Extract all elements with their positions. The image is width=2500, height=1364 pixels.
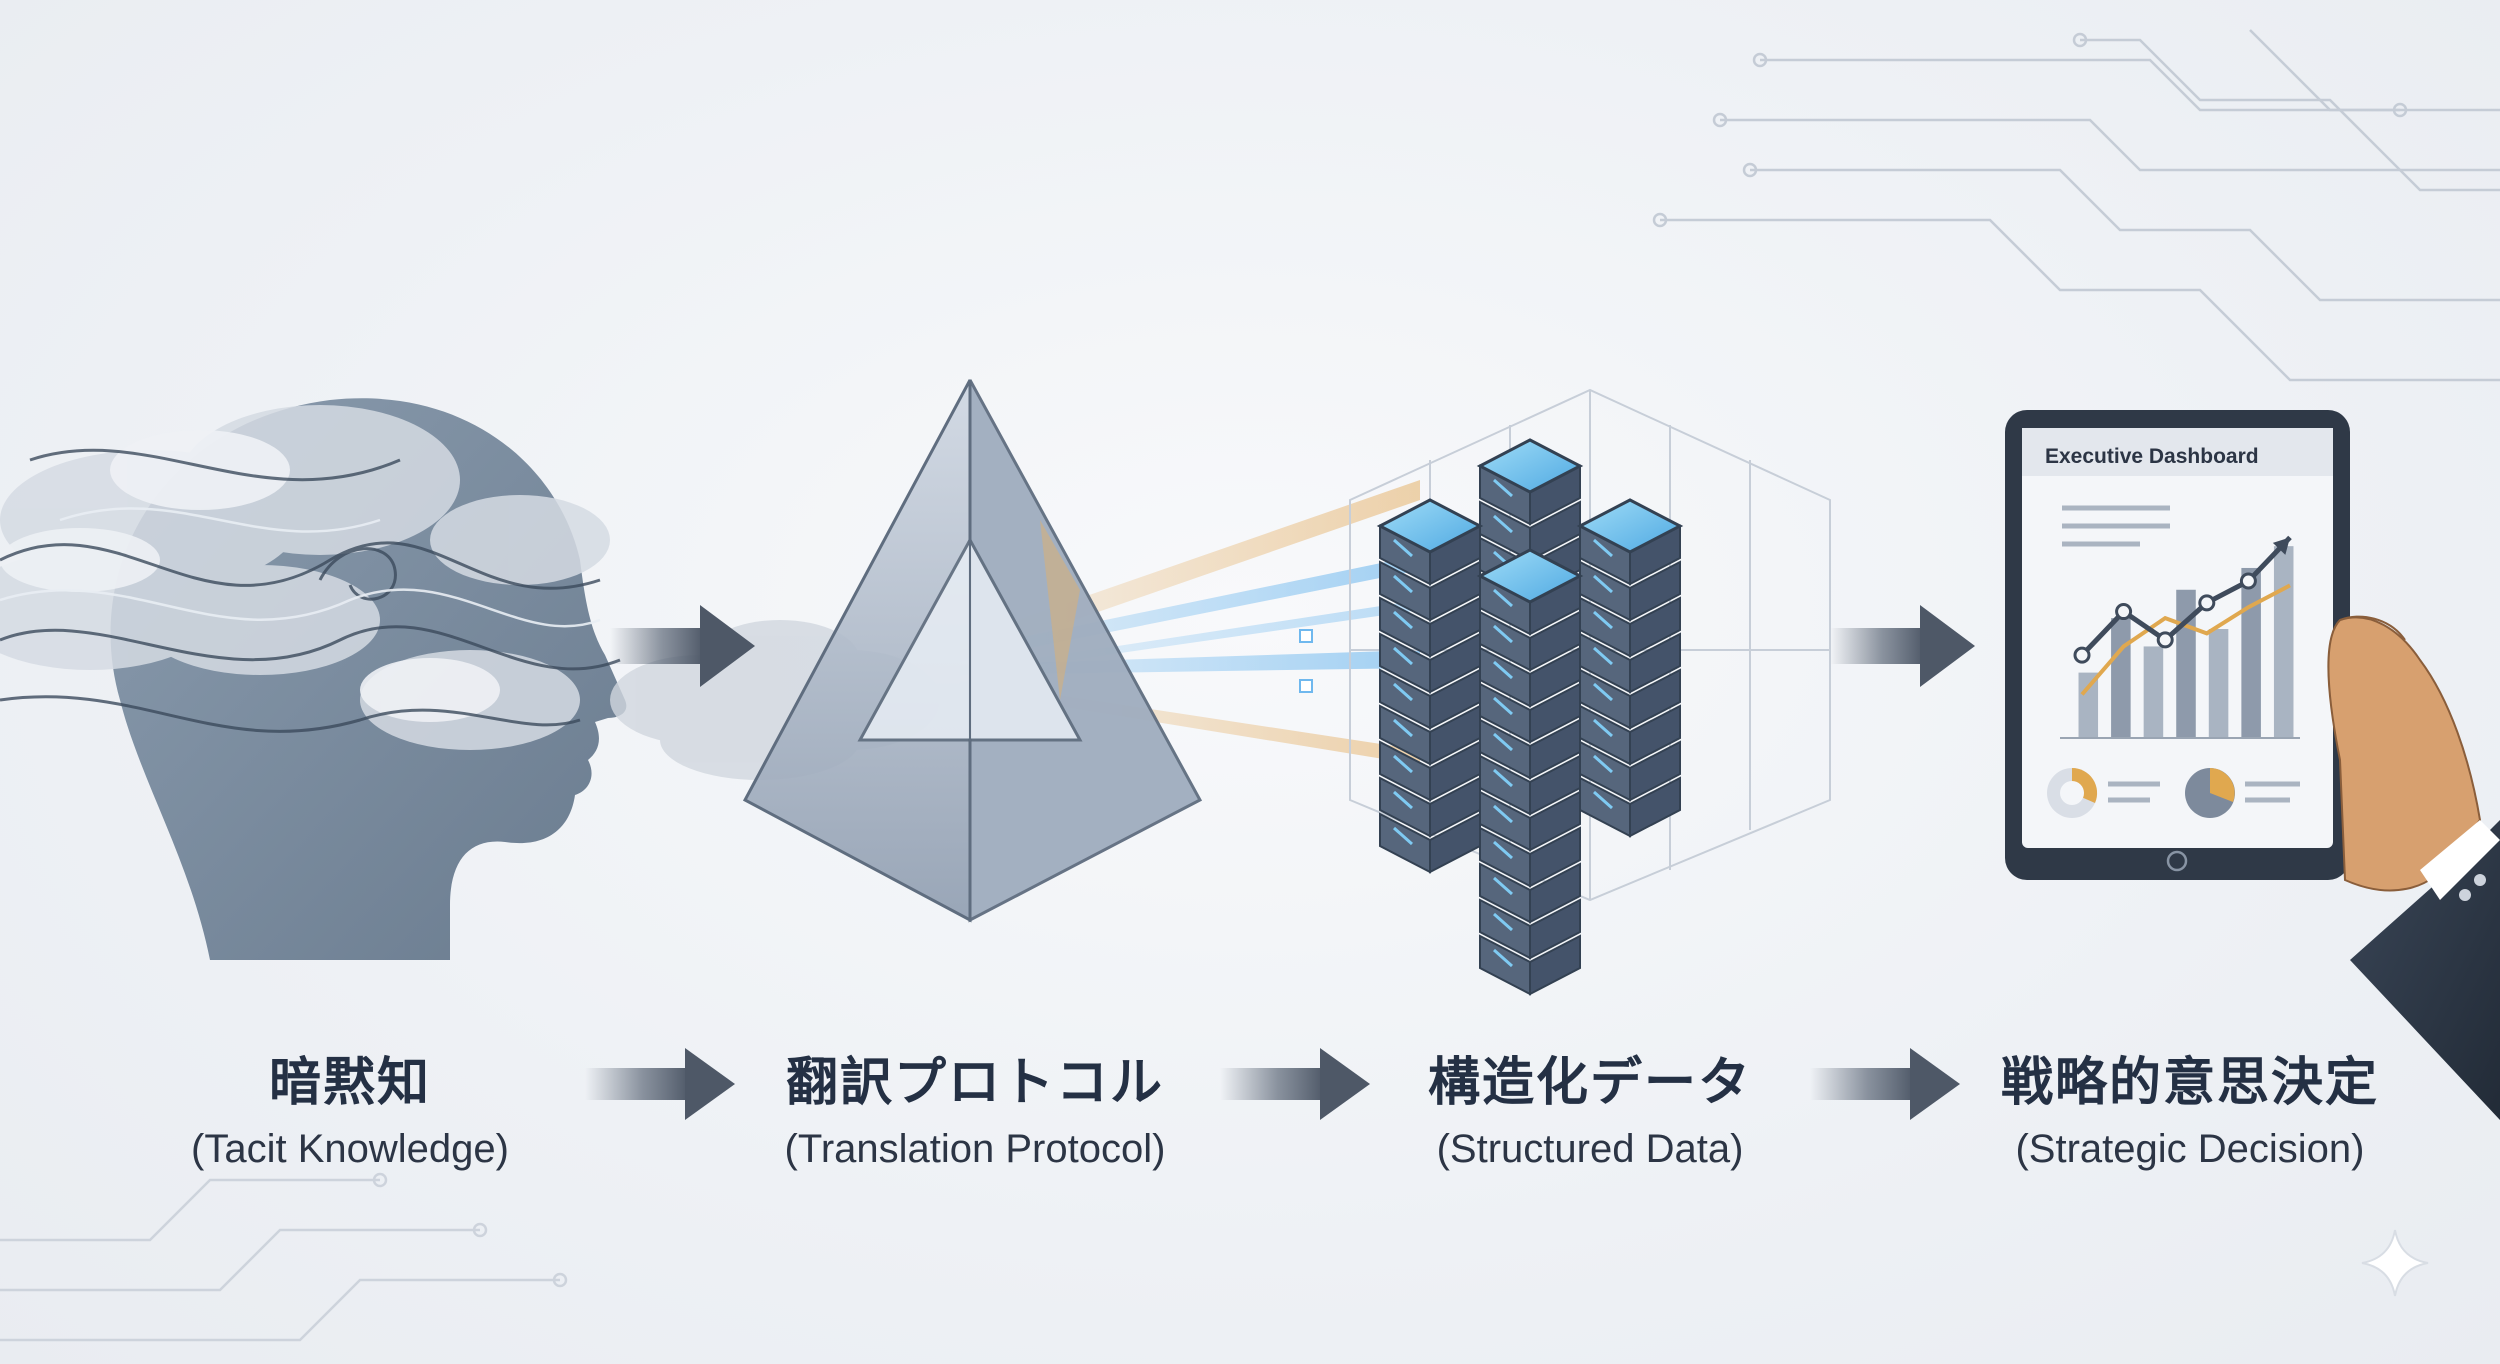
dashboard-point [2115, 603, 2133, 621]
stage-label-tacit-knowledge: 暗黙知 (Tacit Knowledge) [130, 1040, 570, 1172]
dashboard-bar [2208, 629, 2229, 738]
dashboard-point [2239, 572, 2257, 590]
dashboard-point [2156, 631, 2174, 649]
stage-title-en: (Translation Protocol) [784, 1127, 1166, 1171]
dashboard-trend-line [2080, 535, 2292, 657]
stage-title-jp: 戦略的意思決定 [2000, 1053, 2379, 1113]
trend-arrowhead-icon [2272, 537, 2290, 555]
arrow-icon [610, 605, 755, 687]
stage-title-jp: 構造化データ [1427, 1053, 1752, 1113]
dashboard-point [2198, 594, 2216, 612]
stage-title-jp: 翻訳プロトコル [785, 1053, 1164, 1113]
hand-icon [2327, 615, 2500, 1120]
stage-title-en: (Tacit Knowledge) [191, 1127, 509, 1171]
stage-label-translation-protocol: 翻訳プロトコル (Translation Protocol) [740, 1040, 1210, 1172]
dashboard-point [2073, 646, 2091, 664]
dashboard-bar [2241, 567, 2261, 738]
circuit-lines-decoration [0, 1172, 568, 1342]
sparkle-icon [2361, 1229, 2429, 1297]
prism-icon [742, 379, 1203, 923]
dashboard-secondary-line [2080, 583, 2291, 696]
arrow-icon [1220, 1048, 1370, 1120]
dashboard-bar [2143, 646, 2164, 738]
stage-title-jp: 暗黙知 [268, 1053, 431, 1113]
arrow-icon [585, 1048, 735, 1120]
dashboard-bar [2273, 546, 2294, 738]
arrow-icon [1830, 605, 1975, 687]
cloudy-head-icon [0, 398, 627, 960]
stage-title-en: (Structured Data) [1436, 1127, 1744, 1171]
stage-title-en: (Strategic Decision) [2015, 1127, 2365, 1171]
dashboard-bar [2111, 618, 2131, 738]
server-stack-icon [1349, 388, 1831, 996]
circuit-lines-decoration [1652, 29, 2500, 382]
stage-label-strategic-decision: 戦略的意思決定 (Strategic Decision) [1960, 1040, 2420, 1172]
stage-label-structured-data: 構造化データ (Structured Data) [1370, 1040, 1810, 1172]
dashboard-bar [2078, 672, 2099, 738]
arrow-icon [1810, 1048, 1960, 1120]
tablet-dashboard-icon: Executive Dashboard [2005, 410, 2350, 880]
dashboard-title: Executive Dashboard [2045, 445, 2259, 468]
